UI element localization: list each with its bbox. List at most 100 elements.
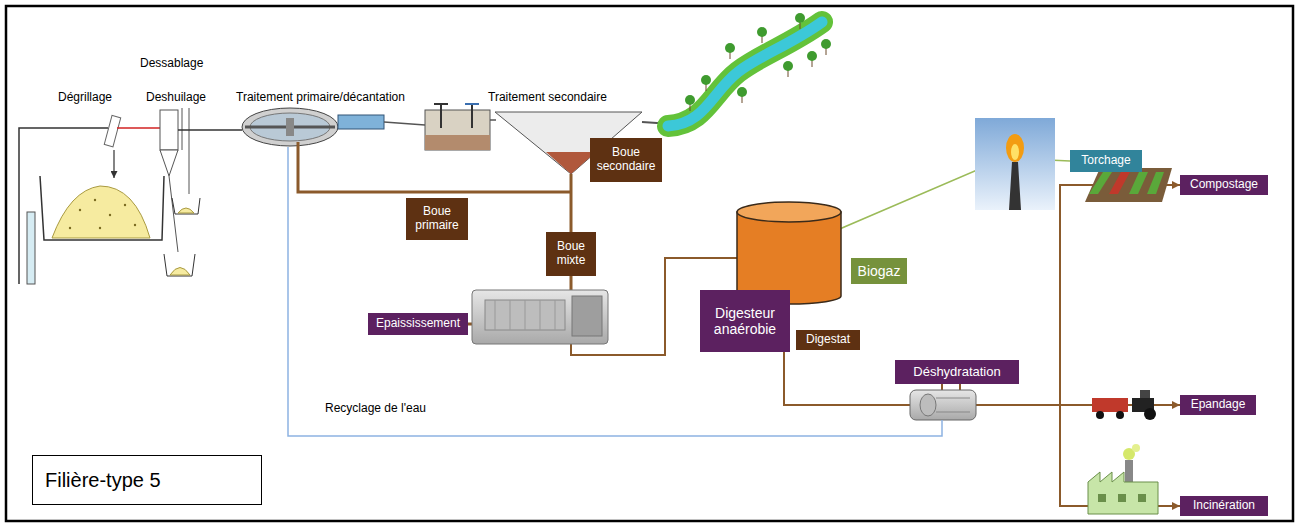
incinerator-picture <box>1125 460 1133 482</box>
water-recycling-line <box>288 147 942 436</box>
river-trees <box>783 61 793 71</box>
screenings-tray <box>79 209 81 211</box>
outer-frame <box>6 6 1293 521</box>
incinerator-picture <box>1132 444 1140 452</box>
bar-screen <box>104 115 162 178</box>
river-trees <box>685 95 695 105</box>
tractor-picture <box>1092 390 1156 420</box>
digester-tank <box>737 202 841 304</box>
sludge-box: Boue secondaire <box>590 138 662 182</box>
thickener-machine <box>525 300 526 330</box>
thickener-machine <box>472 290 608 344</box>
process-label: Traitement secondaire <box>488 91 607 105</box>
bar-screen <box>117 127 162 129</box>
node-text: Epandage <box>1191 398 1246 412</box>
sludge-box: Digestat <box>796 330 860 350</box>
thickener-machine <box>555 300 556 330</box>
process-label: Traitement primaire/décantation <box>236 91 405 105</box>
screenings-tray <box>69 227 71 229</box>
incinerator-picture <box>1098 494 1106 502</box>
secondary-clarifier <box>570 174 573 232</box>
connector-group <box>468 158 1180 506</box>
flare-picture <box>1011 144 1019 160</box>
outlet-box: Compostage <box>1180 175 1268 195</box>
screenings-tray <box>52 186 150 238</box>
grit-oil-separator <box>172 198 200 214</box>
tractor-picture <box>1144 408 1156 420</box>
flare-picture <box>1006 134 1024 162</box>
screenings-tray <box>124 204 126 206</box>
digester-tank <box>737 202 841 222</box>
river-trees <box>762 36 763 43</box>
screenings-tray <box>99 227 101 229</box>
aeration-tank <box>471 104 473 128</box>
screenings-tray <box>40 176 164 240</box>
river-trees <box>742 96 743 103</box>
river-trees <box>725 43 735 53</box>
dewatering-machine <box>910 390 976 420</box>
primary-clarifier <box>242 108 338 146</box>
screenings-tray <box>109 214 111 216</box>
aeration-tank <box>425 104 496 150</box>
screenings-tray <box>94 199 96 201</box>
flare-picture <box>975 118 1055 210</box>
grit-oil-separator <box>170 268 190 276</box>
node-text: Incinération <box>1193 499 1255 513</box>
grit-oil-separator <box>164 254 195 276</box>
node-text: Boue mixte <box>550 240 592 268</box>
node-text: Torchage <box>1081 154 1130 168</box>
river-trees <box>757 27 767 37</box>
river-trees <box>737 87 747 97</box>
river-trees <box>685 13 831 111</box>
river <box>668 22 822 126</box>
incinerator-picture <box>1118 494 1126 502</box>
primary-clarifier <box>286 118 294 136</box>
tractor-picture <box>1116 411 1124 419</box>
compost-field <box>1109 172 1130 194</box>
bar-screen <box>113 150 114 178</box>
outlet-box: Epandage <box>1180 395 1256 415</box>
river-trees <box>788 70 789 77</box>
aeration-tank <box>465 103 479 105</box>
node-text: Biogaz <box>858 263 901 279</box>
node-text: Boue primaire <box>410 205 464 233</box>
node-text: Digestat <box>806 333 850 347</box>
caption-box: Filière-type 5 <box>32 455 262 505</box>
compost-field <box>1129 172 1148 194</box>
secondary-clarifier <box>546 152 596 174</box>
river <box>668 22 822 126</box>
sludge-box: Boue primaire <box>406 198 468 240</box>
river-trees <box>795 13 805 23</box>
process-label: Dégrillage <box>58 91 112 105</box>
flare-picture <box>975 118 1055 210</box>
aeration-tank <box>440 104 442 128</box>
aeration-tank <box>425 110 490 150</box>
primary-clarifier <box>338 115 384 129</box>
river-trees <box>730 52 731 59</box>
process-label: Dessablage <box>140 57 203 71</box>
thickener-machine <box>472 290 608 344</box>
grit-oil-separator <box>160 110 178 150</box>
river-trees <box>690 104 691 111</box>
tractor-picture <box>1092 398 1128 412</box>
process-label: Deshuilage <box>146 91 206 105</box>
grit-oil-separator <box>178 129 242 131</box>
primary-clarifier <box>242 108 425 146</box>
process-box: Déshydratation <box>895 360 1019 384</box>
process-box: Epaississement <box>368 313 468 335</box>
gas-box: Biogaz <box>851 258 907 284</box>
inlet-pipe <box>27 212 35 284</box>
river <box>668 22 822 126</box>
river-trees <box>821 39 831 49</box>
thickener-machine <box>540 300 541 330</box>
tractor-picture <box>1096 411 1104 419</box>
grit-oil-separator <box>178 208 194 213</box>
node-text: Déshydratation <box>913 365 1000 380</box>
aeration-tank <box>425 135 490 150</box>
thickener-machine <box>495 300 496 330</box>
bar-screen <box>104 115 120 146</box>
water-recycling-line <box>288 147 942 436</box>
node-text: Digesteur anaérobie <box>704 305 786 337</box>
